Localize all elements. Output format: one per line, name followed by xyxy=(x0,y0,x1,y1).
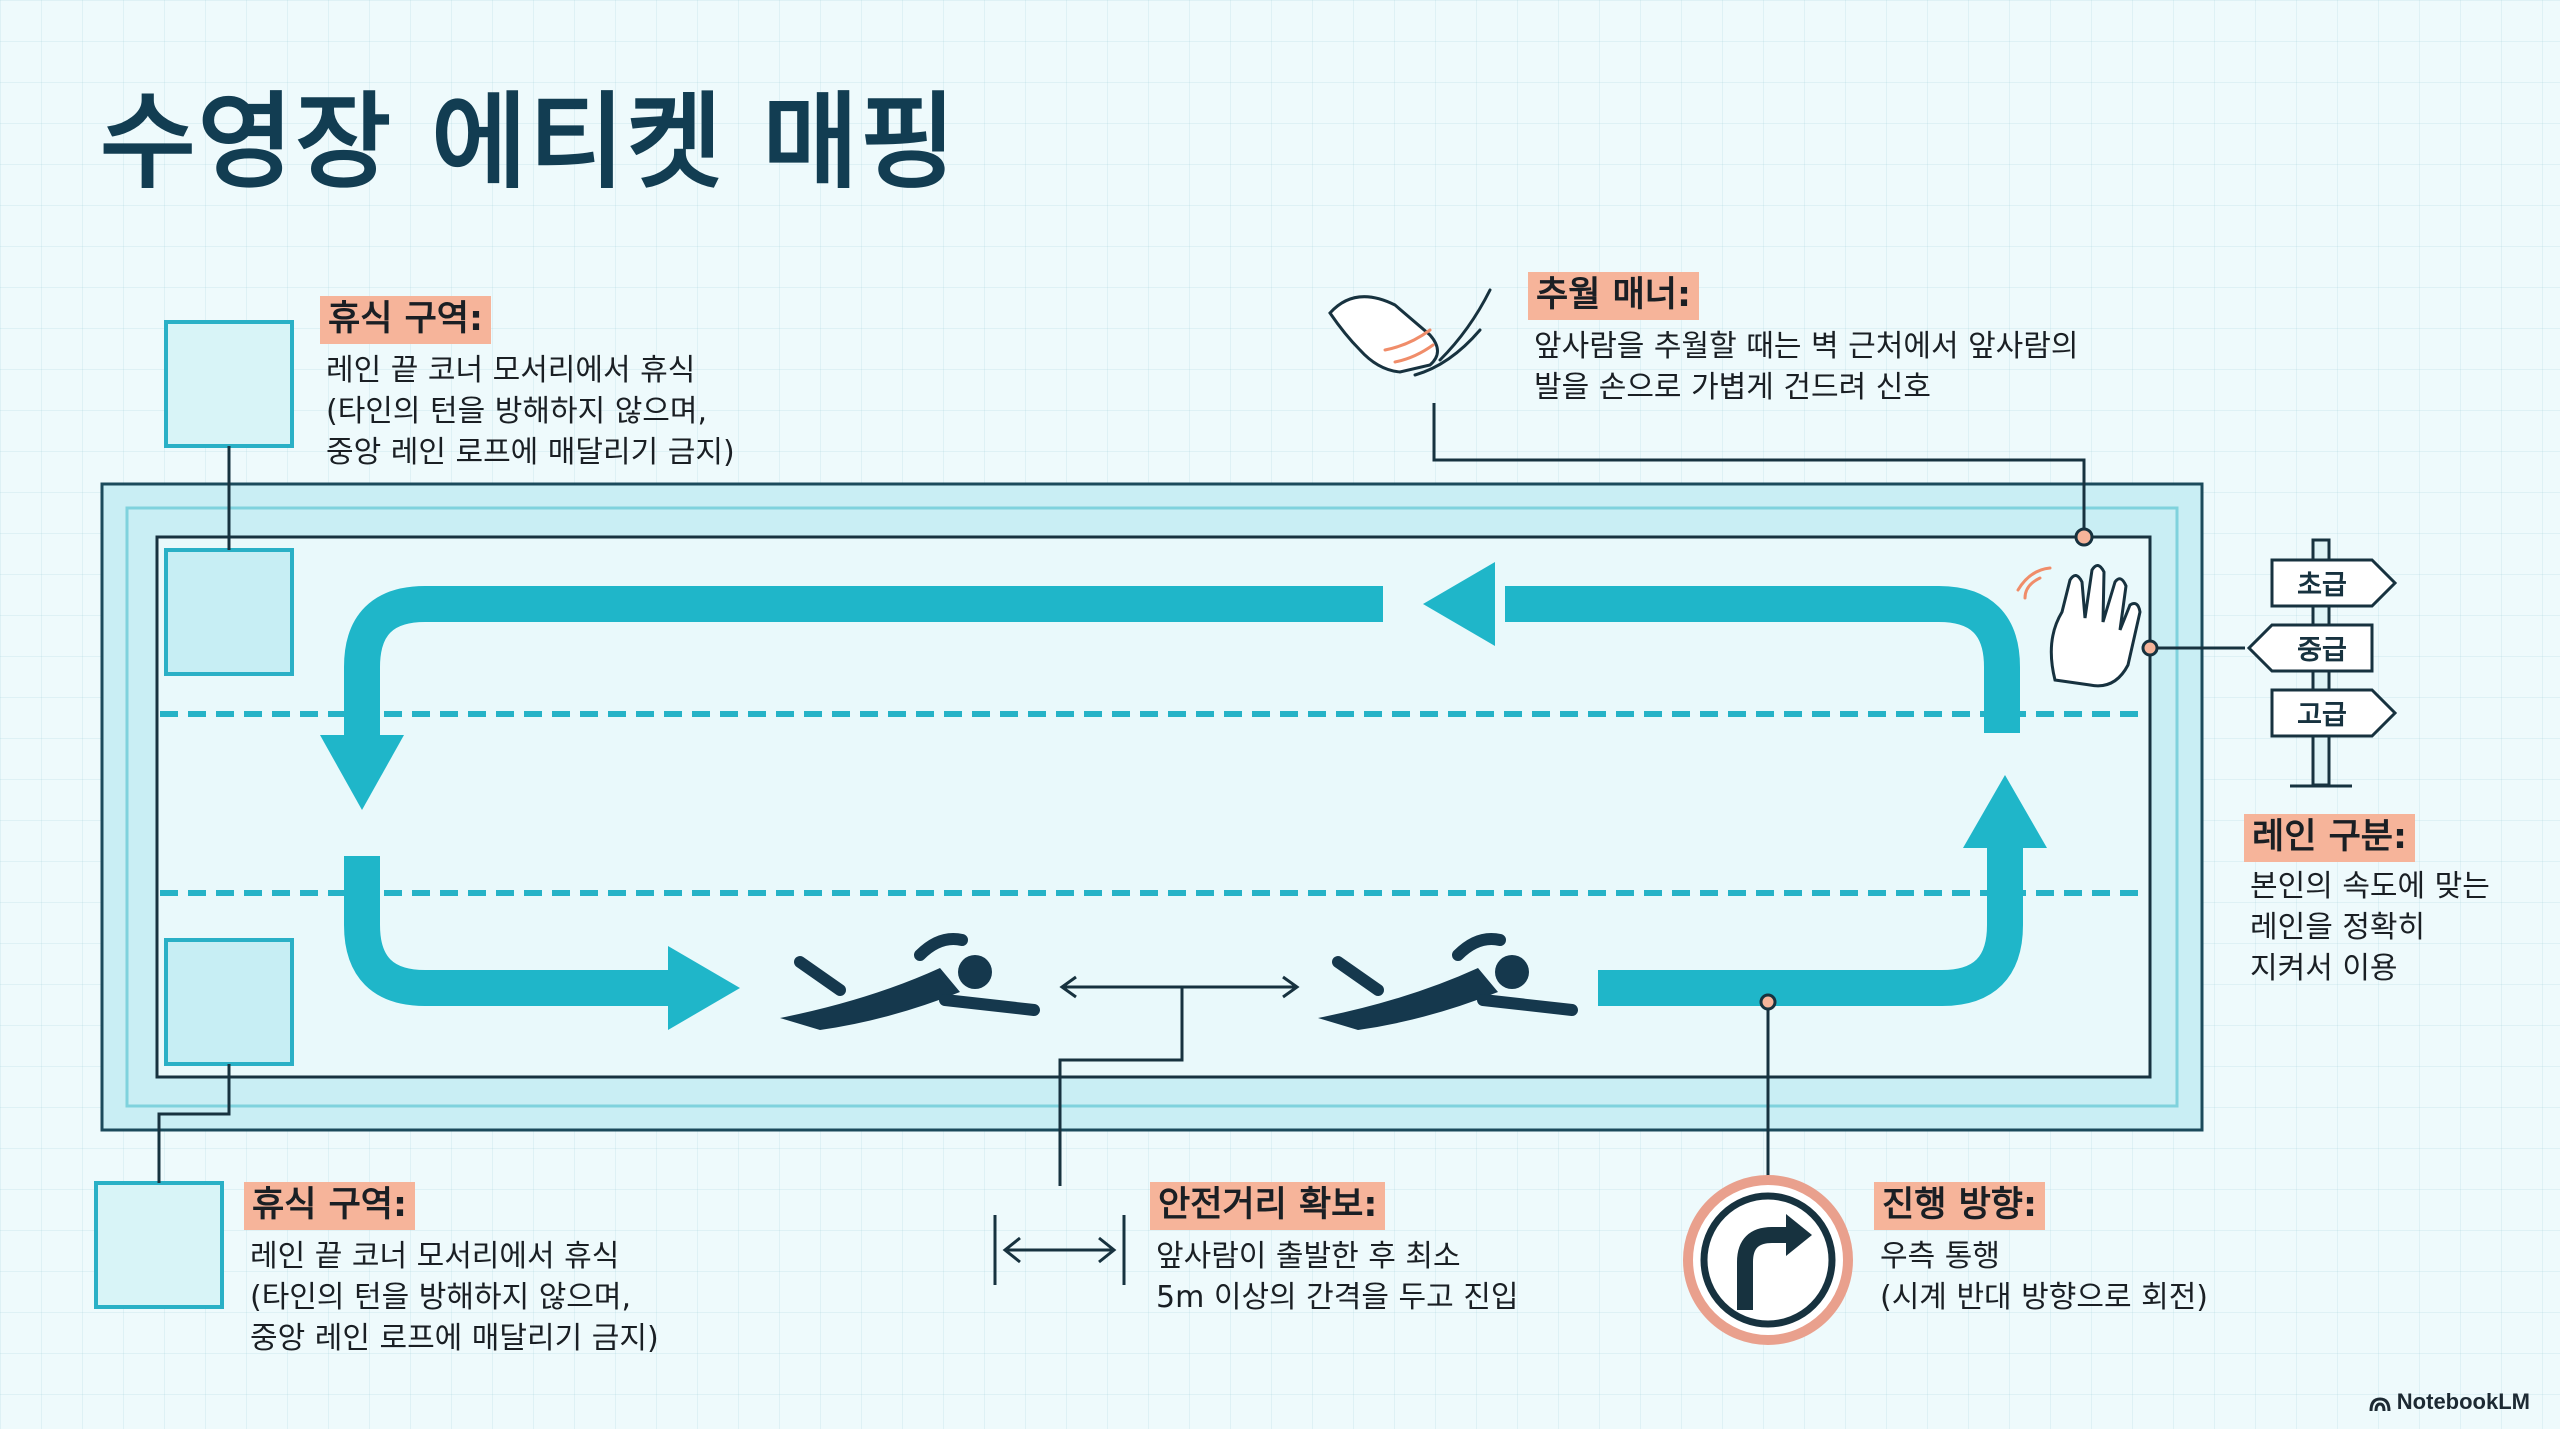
arrow-head-bottom-right xyxy=(668,946,740,1030)
rest-bottom-description: 레인 끝 코너 모서리에서 휴식 (타인의 턴을 방해하지 않으며, 중앙 레인… xyxy=(250,1236,659,1359)
rest-top-description: 레인 끝 코너 모서리에서 휴식 (타인의 턴을 방해하지 않으며, 중앙 레인… xyxy=(326,350,735,473)
overtake-connector xyxy=(1432,403,2086,535)
safe-distance-line-1: 앞사람이 출발한 후 최소 xyxy=(1156,1239,1461,1274)
lane-division-label: 레인 구분: xyxy=(2244,814,2415,862)
safe-distance-icon xyxy=(993,1215,1126,1285)
lane-division-line-3: 지켜서 이용 xyxy=(2250,951,2398,987)
rest-top-line-3: 중앙 레인 로프에 매달리기 금지) xyxy=(326,435,735,471)
direction-line-1: 우측 통행 xyxy=(1880,1239,2000,1274)
overtake-hands-icon xyxy=(1328,288,1492,377)
flow-arrows xyxy=(344,586,2023,1006)
overtake-line-2: 발을 손으로 가볍게 건드려 신호 xyxy=(1534,370,1931,406)
swimmer-icon-1 xyxy=(780,933,1040,1030)
rest-bottom-line-1: 레인 끝 코너 모서리에서 휴식 xyxy=(250,1239,620,1274)
rest-top-line-2: (타인의 턴을 방해하지 않으며, xyxy=(326,394,708,430)
swimmer-icon-2 xyxy=(1318,933,1578,1030)
distance-indicator xyxy=(1058,975,1300,1186)
notebooklm-logo-icon xyxy=(2369,1397,2391,1412)
rest-connector-bottom xyxy=(157,1064,231,1183)
sign-beginner xyxy=(2270,558,2398,608)
sign-advanced-label: 고급 xyxy=(2297,700,2347,731)
flow-arrow-top xyxy=(344,586,1383,735)
arrow-head-top-left xyxy=(1423,562,1495,646)
signpost-icon xyxy=(2246,538,2398,788)
arrow-head-left-down xyxy=(320,735,404,810)
direction-label: 진행 방향: xyxy=(1874,1182,2045,1230)
overtake-connector-dot xyxy=(2074,527,2094,547)
wall-hand-icon xyxy=(2016,564,2142,688)
rest-zone-square-top xyxy=(164,548,294,676)
direction-connector-dot xyxy=(1759,993,1777,1011)
rest-bottom-line-3: 중앙 레인 로프에 매달리기 금지) xyxy=(250,1321,659,1357)
flow-arrow-right xyxy=(1598,845,2023,1006)
sign-advanced xyxy=(2270,688,2398,738)
rest-top-line-1: 레인 끝 코너 모서리에서 휴식 xyxy=(326,353,696,388)
sign-intermediate-label: 중급 xyxy=(2297,635,2347,666)
sign-intermediate xyxy=(2246,623,2374,673)
safe-distance-label: 안전거리 확보: xyxy=(1150,1182,1386,1230)
sign-beginner-label: 초급 xyxy=(2297,570,2347,601)
arrow-head-right-up xyxy=(1963,775,2047,848)
rest-zone-square-outside-top xyxy=(164,320,294,448)
direction-description: 우측 통행 (시계 반대 방향으로 회전) xyxy=(1880,1236,2208,1318)
lane-division-description: 본인의 속도에 맞는 레인을 정확히 지켜서 이용 xyxy=(2250,866,2490,989)
rest-zone-square-outside-bottom xyxy=(94,1181,224,1309)
safe-distance-line-2: 5m 이상의 간격을 두고 진입 xyxy=(1156,1280,1519,1316)
lane-division-line-2: 레인을 정확히 xyxy=(2250,910,2426,946)
overtake-label: 추월 매너: xyxy=(1528,272,1699,320)
brand-watermark: NotebookLM xyxy=(2369,1389,2530,1415)
overtake-description: 앞사람을 추월할 때는 벽 근처에서 앞사람의 발을 손으로 가볍게 건드려 신… xyxy=(1534,326,2078,408)
lane-division-line-1: 본인의 속도에 맞는 xyxy=(2250,869,2490,904)
brand-name: NotebookLM xyxy=(2396,1389,2530,1414)
signpost-connector-dot xyxy=(2141,639,2159,657)
overtake-line-1: 앞사람을 추월할 때는 벽 근처에서 앞사람의 xyxy=(1534,329,2079,364)
flow-arrow-bottom xyxy=(344,856,670,1006)
rest-bottom-label: 휴식 구역: xyxy=(244,1182,415,1230)
rest-bottom-line-2: (타인의 턴을 방해하지 않으며, xyxy=(250,1280,632,1316)
turn-right-icon xyxy=(1683,1175,1853,1345)
rest-zone-square-bottom xyxy=(164,938,294,1066)
flow-arrow-return xyxy=(1505,586,2020,733)
pool-water-outer xyxy=(125,506,2179,1108)
page-title: 수영장 에티켓 매핑 xyxy=(100,81,958,203)
safe-distance-description: 앞사람이 출발한 후 최소 5m 이상의 간격을 두고 진입 xyxy=(1156,1236,1518,1318)
rest-top-label: 휴식 구역: xyxy=(320,296,491,344)
direction-line-2: (시계 반대 방향으로 회전) xyxy=(1880,1280,2209,1316)
